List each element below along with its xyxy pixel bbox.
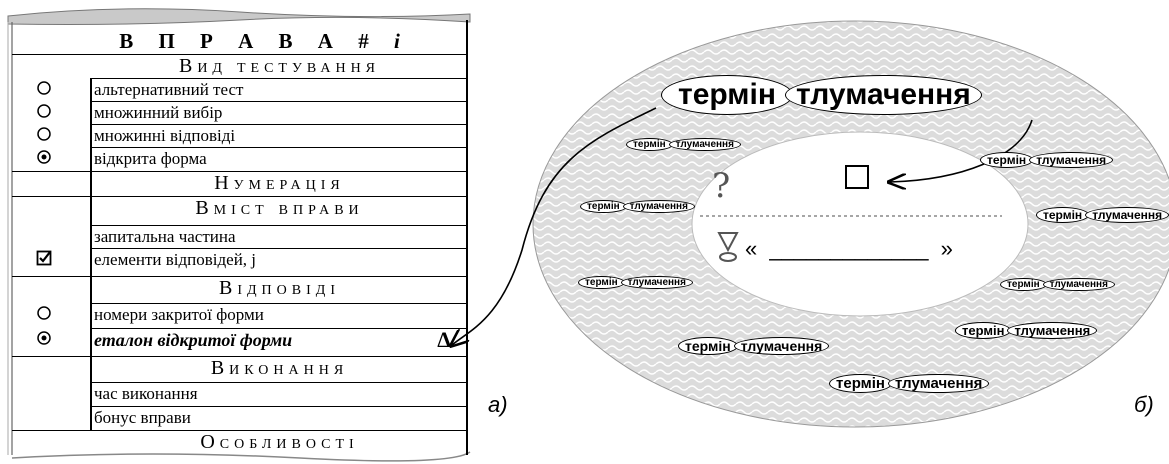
term-chip[interactable]: термін тлумачення xyxy=(1036,207,1169,223)
test-type-item[interactable]: альтернативний тест xyxy=(12,78,467,100)
chip-explanation: тлумачення xyxy=(1029,152,1114,168)
chip-explanation: тлумачення xyxy=(622,200,695,213)
answer-type-item[interactable]: номери закритої форми xyxy=(12,303,467,325)
main-term-pair: термін тлумачення xyxy=(661,75,982,115)
content-label: запитальна частина xyxy=(90,225,467,248)
term-chip[interactable]: термін тлумачення xyxy=(980,152,1114,168)
test-type-label: множинні відповіді xyxy=(90,124,467,147)
question-icon: ? xyxy=(712,166,731,206)
content-item: запитальна частина xyxy=(12,225,467,247)
section-features: Особливості xyxy=(12,430,467,453)
radio-empty-icon[interactable] xyxy=(36,103,52,119)
radio-selected-icon[interactable] xyxy=(36,330,52,346)
chip-term: термін xyxy=(829,374,892,393)
section-execution: Виконання xyxy=(12,356,467,379)
content-item[interactable]: елементи відповідей, j xyxy=(12,248,467,270)
chip-explanation: тлумачення xyxy=(887,374,990,393)
exercise-form: В П Р А В А # i Вид тестування альтернат… xyxy=(12,28,467,453)
term-chip[interactable]: термін тлумачення xyxy=(1000,278,1115,291)
term-chip[interactable]: термін тлумачення xyxy=(626,138,741,151)
chip-explanation: тлумачення xyxy=(620,276,693,289)
term-chip[interactable]: термін тлумачення xyxy=(678,337,830,355)
chip-term: термін xyxy=(580,200,627,213)
execution-item: час виконання xyxy=(12,382,467,404)
test-type-item[interactable]: відкрита форма xyxy=(12,147,467,169)
chip-term: термін xyxy=(678,337,738,355)
test-type-label: множинний вибір xyxy=(90,101,467,124)
chip-term: термін xyxy=(578,276,625,289)
main-explanation: тлумачення xyxy=(784,75,982,115)
chip-term: термін xyxy=(955,322,1012,339)
radio-selected-icon[interactable] xyxy=(36,149,52,165)
term-chip[interactable]: термін тлумачення xyxy=(829,374,990,393)
section-answers: Відповіді xyxy=(12,276,467,299)
execution-label: бонус вправи xyxy=(90,406,467,429)
caption-b: б) xyxy=(1134,392,1154,417)
test-type-item[interactable]: множинні відповіді xyxy=(12,124,467,146)
chip-term: термін xyxy=(626,138,673,151)
test-type-label: відкрита форма xyxy=(90,147,467,170)
chip-explanation: тлумачення xyxy=(1007,322,1098,339)
answer-blank[interactable]: « _____________ » xyxy=(745,236,953,261)
chip-explanation: тлумачення xyxy=(668,138,741,151)
answer-type-label: номери закритої форми xyxy=(90,303,467,326)
main-term: термін xyxy=(661,75,793,115)
form-right-rule xyxy=(466,20,468,455)
chip-explanation: тлумачення xyxy=(1042,278,1115,291)
chip-term: термін xyxy=(1036,207,1090,223)
section-numbering: Нумерація xyxy=(12,171,467,194)
radio-empty-icon[interactable] xyxy=(36,126,52,142)
term-chip[interactable]: термін тлумачення xyxy=(955,322,1098,339)
execution-label: час виконання xyxy=(90,382,467,405)
content-label: елементи відповідей, j xyxy=(90,248,467,271)
execution-item: бонус вправи xyxy=(12,406,467,428)
answer-bulb-icon xyxy=(717,232,739,262)
chip-explanation: тлумачення xyxy=(733,337,830,355)
checkbox-checked-icon[interactable] xyxy=(36,250,52,266)
caption-a: а) xyxy=(488,392,508,417)
chip-term: термін xyxy=(1000,278,1047,291)
term-chip[interactable]: термін тлумачення xyxy=(578,276,693,289)
chip-term: термін xyxy=(980,152,1034,168)
form-title: В П Р А В А # i xyxy=(119,29,400,53)
radio-empty-icon[interactable] xyxy=(36,305,52,321)
test-type-label: альтернативний тест xyxy=(90,78,467,101)
term-chip[interactable]: термін тлумачення xyxy=(580,200,695,213)
section-content: Вміст вправи xyxy=(12,196,467,219)
form-inner-rule xyxy=(90,78,92,430)
test-type-item[interactable]: множинний вибір xyxy=(12,101,467,123)
section-test-type: Вид тестування xyxy=(12,54,467,77)
chip-explanation: тлумачення xyxy=(1085,207,1169,223)
radio-empty-icon[interactable] xyxy=(36,80,52,96)
